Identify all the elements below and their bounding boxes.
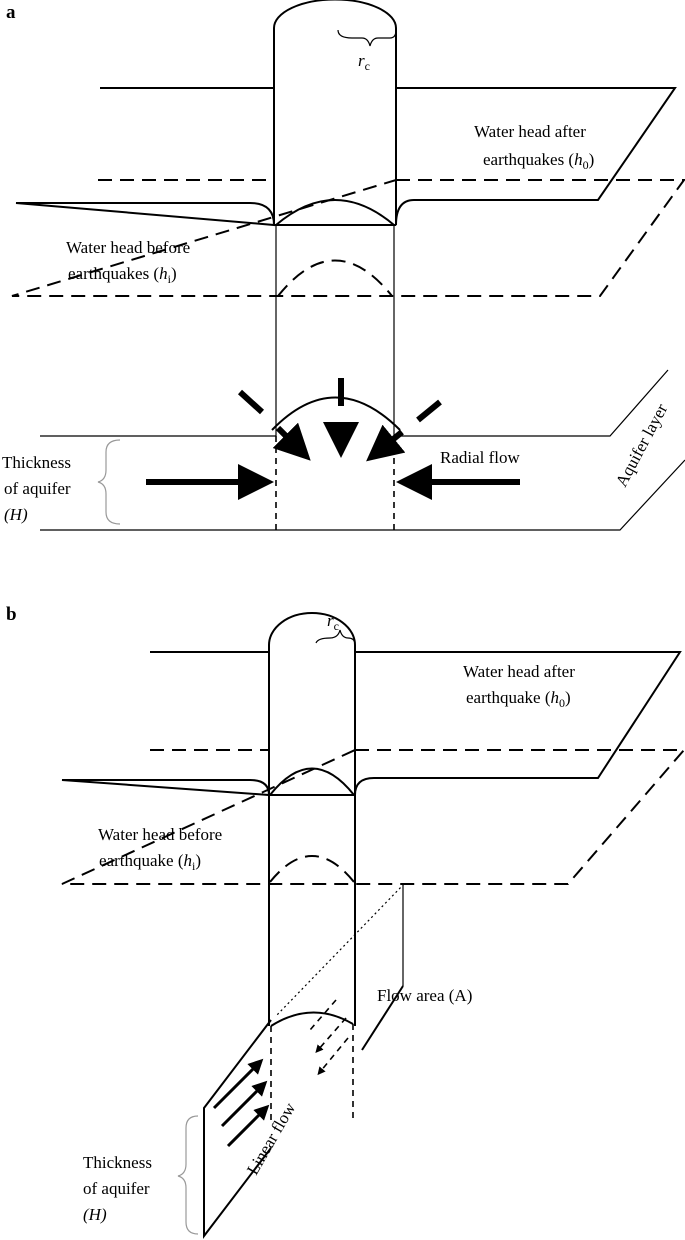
panel-a: a rc Water head after earthquakes (h0) W… [2,0,685,535]
linear-flow-label-b: Linear flow [243,1099,300,1178]
water-head-after-plane-b [61,651,682,797]
meniscus-before-a [277,259,393,297]
head-after-text-b: Water head after [463,662,575,681]
thickness-symbol-b: (H) [83,1205,107,1224]
head-before-text-a-2: earthquakes (hi) [68,264,177,286]
meniscus-after-a [273,199,397,226]
head-after-text-b-2: earthquake (h0) [466,688,571,710]
radius-brace-b [315,629,356,644]
linear-arrow-5-b [317,1037,349,1076]
radius-label-b: rc [327,611,339,633]
flow-area-dotted-line [275,883,405,1017]
head-before-text-b: Water head before [98,825,222,844]
aquifer-layer-label-a: Aquifer layer [612,400,672,490]
radial-flow-label-a: Radial flow [440,448,521,467]
panel-b-label: b [6,604,17,625]
linear-dash-6-b [309,999,337,1031]
aquifer-top-a [40,369,669,437]
meniscus-after-b [267,767,357,796]
thickness-brace-b [177,1115,199,1235]
radial-dash-nw-a [237,389,265,415]
radius-label-a: rc [358,51,370,73]
thickness-text-a: Thickness [2,453,71,472]
thickness-symbol-a: (H) [4,505,28,524]
water-head-before-plane-b [61,749,685,885]
cone-curve-a [271,396,401,431]
head-before-text-a: Water head before [66,238,190,257]
well-casing-a [273,0,397,225]
thickness-text-a-2: of aquifer [4,479,71,498]
aquifer-bottom-a [40,459,685,531]
water-head-before-plane-a [11,179,685,297]
flow-area-edge [361,985,404,1051]
radial-dash-ne-a [416,399,442,423]
head-after-text-a-2: earthquakes (h0) [483,150,594,172]
radial-arrow-nw-a [272,422,311,461]
aquifer-slab-b [203,1019,272,1239]
well-casing-b [268,612,356,795]
head-after-text-a: Water head after [474,122,586,141]
flow-area-label-b: Flow area (A) [377,986,472,1005]
panel-a-label: a [6,2,16,23]
radius-brace-a [337,29,397,47]
thickness-text-b-2: of aquifer [83,1179,150,1198]
thickness-text-b: Thickness [83,1153,152,1172]
meniscus-before-b [269,855,355,883]
panel-b: b rc Water head after earthquake (h0) Wa… [6,604,685,1239]
radial-arrow-ne-a [366,424,406,462]
water-head-after-plane-a [15,87,677,227]
thickness-brace-a [97,439,121,525]
linear-arrow-1-b [212,1058,264,1110]
linear-arrow-3-b [226,1104,270,1148]
cone-curve-b [270,1011,354,1027]
linear-arrow-4-b [315,1017,347,1054]
head-before-text-b-2: earthquake (hi) [99,851,201,873]
linear-arrow-2-b [220,1080,268,1128]
